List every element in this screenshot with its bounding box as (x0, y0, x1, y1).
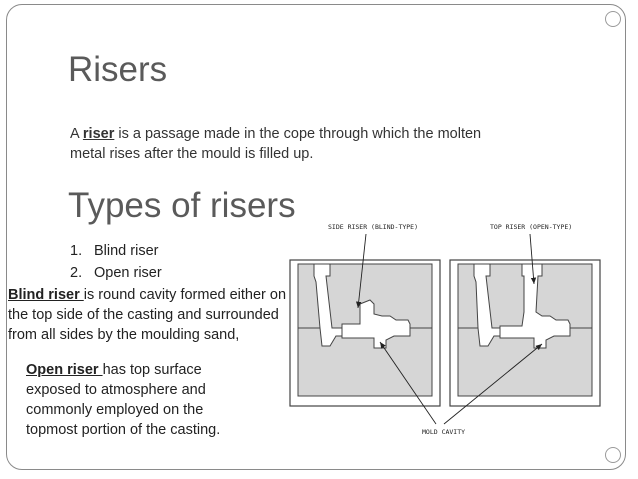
left-casting-cavity (341, 299, 411, 349)
list-item: 2. Open riser (70, 262, 162, 284)
left-sprue (313, 263, 343, 347)
riser-diagram: SIDE RISER (BLIND-TYPE) TOP RISER (OPEN-… (289, 223, 601, 436)
list-label: Open riser (94, 265, 162, 281)
label-mold-cavity: MOLD CAVITY (422, 428, 465, 436)
arrow-top-riser (529, 233, 537, 285)
open-riser-term: Open riser (26, 362, 103, 378)
list-item: 1. Blind riser (70, 240, 162, 262)
blind-riser-text: is round cavity formed either on the top… (8, 287, 287, 343)
intro-term: riser (82, 126, 115, 142)
label-top-riser: TOP RISER (OPEN-TYPE) (490, 223, 572, 231)
list-number: 2. (70, 265, 83, 281)
right-mold (449, 259, 601, 407)
right-open-riser-cavity (499, 263, 571, 349)
arrow-cavity-right (443, 343, 543, 425)
open-riser-text: has top surface exposed to atmosphere an… (26, 362, 221, 438)
blind-riser-term: Blind riser (8, 287, 84, 303)
intro-rest: is a passage made in the cope through wh… (70, 126, 482, 162)
slide-frame (6, 4, 626, 470)
corner-circle-icon (605, 11, 621, 27)
list-label: Blind riser (94, 243, 159, 259)
label-side-riser: SIDE RISER (BLIND-TYPE) (328, 223, 418, 231)
corner-circle-icon-bottom (605, 447, 621, 463)
right-sprue (473, 263, 501, 347)
intro-text: A riser is a passage made in the cope th… (70, 124, 500, 164)
arrow-side-riser (355, 233, 367, 309)
arrow-cavity-left (379, 341, 437, 425)
blind-riser-description: Blind riser is round cavity formed eithe… (8, 285, 290, 345)
list-number: 1. (70, 243, 83, 259)
slide-title: Risers (68, 50, 168, 89)
open-riser-description: Open riser has top surface exposed to at… (26, 360, 256, 440)
left-mold (289, 259, 441, 407)
riser-types-list: 1. Blind riser 2. Open riser (70, 240, 162, 284)
intro-prefix: A (70, 126, 83, 142)
section-title: Types of risers (68, 186, 296, 225)
